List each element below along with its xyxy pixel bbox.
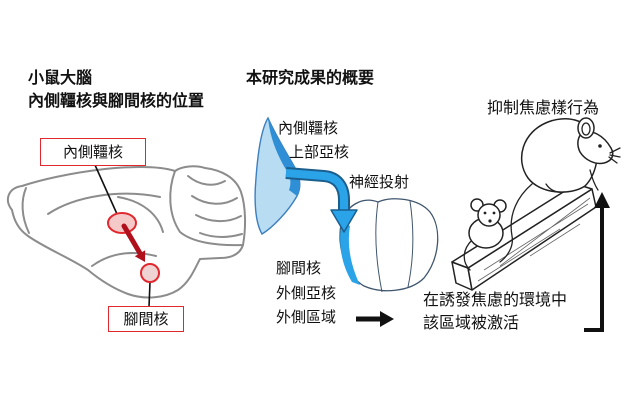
neural-projection-arrow: [285, 167, 358, 233]
habenula-callout-label: 內側韁核: [62, 143, 123, 161]
projection-arrow-red: [121, 223, 146, 262]
olfactory-bulb-line: [21, 187, 30, 234]
neural-projection-arrow-head: [330, 209, 358, 233]
interpeduncular-nucleus-shape: [339, 198, 439, 292]
small-mouse-tail: [463, 239, 473, 271]
large-mouse-illustration: [499, 117, 621, 263]
large-mouse-tail: [499, 183, 533, 263]
middle-title: 本研究成果的概要: [246, 68, 375, 87]
cerebellum-folia: [187, 175, 243, 238]
small-mouse-nose: [488, 219, 492, 223]
ipn-location-callout: 腳間核: [108, 306, 184, 332]
large-mouse-whiskers: [608, 147, 621, 164]
interpeduncular-nucleus-diagram: [339, 198, 439, 293]
small-mouse-illustration: [463, 198, 507, 271]
projection-label: 神經投射: [349, 173, 410, 191]
ipn-label-line-2: 外側亞核: [276, 284, 337, 302]
corpus-callosum-line: [47, 192, 161, 215]
large-mouse-head: [577, 131, 614, 165]
leads-to-arrow-head: [380, 311, 394, 327]
neural-projection-arrow-shaft: [285, 169, 348, 213]
large-mouse-hind-leg: [545, 183, 565, 193]
large-mouse-ear: [577, 117, 595, 139]
ipn-label-line-3: 外側區域: [276, 308, 337, 326]
leads-to-arrow: [356, 311, 394, 327]
beam-wood-grain: [477, 197, 591, 282]
small-mouse-eye: [483, 211, 487, 215]
habenula-label-line-1: 內側韁核: [278, 119, 339, 137]
projection-arrow-red-head: [134, 250, 146, 262]
ipn-marker: [140, 263, 160, 283]
large-mouse-inner-ear: [581, 122, 591, 136]
elevated-beam-scene: [451, 117, 621, 291]
left-title-line-1: 小鼠大腦: [28, 68, 93, 87]
habenula-pointer-line: [94, 164, 118, 215]
habenula-label-line-2: 上部亞核: [289, 143, 350, 161]
ipn-pointer-line: [148, 281, 151, 308]
ipn-label-line-1: 腳間核: [276, 259, 322, 277]
small-mouse-eye: [492, 211, 496, 215]
projection-arrow-red-shaft: [121, 223, 144, 258]
habenula-marker: [107, 212, 137, 234]
hypothalamus-line: [91, 252, 157, 267]
ipn-compartment-line: [375, 201, 383, 293]
condition-label-line-1: 在誘發焦慮的環境中: [423, 290, 568, 309]
ipn-compartment-line: [407, 200, 414, 288]
large-mouse-eye: [598, 144, 602, 148]
behavior-label: 抑制焦慮樣行為: [487, 98, 600, 117]
condition-label-line-2: 該區域被激活: [423, 313, 520, 332]
midbrain-boundary-line: [169, 170, 244, 247]
ipn-lateral-subnucleus-region: [340, 222, 360, 285]
hippocampus-line: [117, 196, 164, 233]
habenula-location-callout: 內側韁核: [40, 138, 146, 166]
small-mouse-head: [477, 203, 501, 227]
increase-arrow-shaft: [584, 206, 604, 332]
increase-arrow: [584, 192, 610, 332]
large-mouse-front-leg: [589, 169, 599, 191]
ipn-callout-label: 腳間核: [123, 310, 169, 328]
left-title-line-2: 內側韁核與腳間核的位置: [28, 91, 205, 110]
increase-arrow-head: [594, 192, 610, 208]
